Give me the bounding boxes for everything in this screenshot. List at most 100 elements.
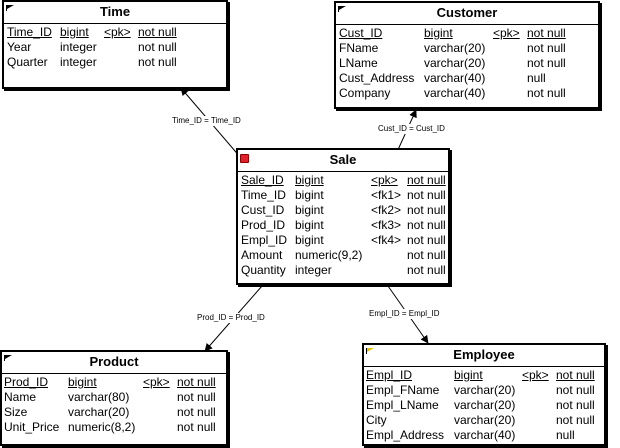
attr-type: varchar(80) xyxy=(68,390,130,404)
attribute-row: Cust_ID bigint <fk2> not null xyxy=(238,203,448,218)
attr-null: not null xyxy=(177,420,216,434)
attribute-row: Cust_ID bigint <pk> not null xyxy=(336,26,598,41)
attribute-row: Quantity integer not null xyxy=(238,263,448,278)
attribute-row: LName varchar(20) not null xyxy=(336,56,598,71)
attribute-row: Empl_ID bigint <pk> not null xyxy=(364,368,604,383)
attr-key: <pk> xyxy=(104,25,131,39)
rel-label-product: Prod_ID = Prod_ID xyxy=(196,313,266,323)
entity-title: Customer xyxy=(436,5,498,20)
attr-type: varchar(20) xyxy=(454,413,516,427)
attr-null: not null xyxy=(177,405,216,419)
attr-name: Company xyxy=(339,86,391,100)
attribute-row: Unit_Price numeric(8,2) not null xyxy=(2,420,226,435)
entity-customer[interactable]: Customer Cust_ID bigint <pk> not null FN… xyxy=(334,1,600,109)
attr-null: not null xyxy=(556,413,595,427)
attr-type: integer xyxy=(60,55,97,69)
attr-type: bigint xyxy=(424,26,453,40)
attr-null: not null xyxy=(407,188,446,202)
attr-type: bigint xyxy=(68,375,97,389)
entity-header: Employee xyxy=(364,345,604,367)
attr-type: varchar(40) xyxy=(424,71,486,85)
table-icon xyxy=(366,348,376,354)
entity-sale[interactable]: Sale Sale_ID bigint <pk> not null Time_I… xyxy=(236,148,450,285)
attr-type: integer xyxy=(295,263,332,277)
attribute-row: Year integer not null xyxy=(4,40,226,55)
attribute-row: Sale_ID bigint <pk> not null xyxy=(238,173,448,188)
attribute-row: Cust_Address varchar(40) null xyxy=(336,71,598,86)
attr-null: not null xyxy=(138,40,177,54)
attribute-row: City varchar(20) not null xyxy=(364,413,604,428)
attr-name: Empl_Address xyxy=(366,428,445,442)
attr-key: <pk> xyxy=(522,368,549,382)
attr-key: <fk2> xyxy=(371,203,402,217)
attr-type: numeric(9,2) xyxy=(295,248,363,262)
attr-null: not null xyxy=(527,26,566,40)
attr-name: Empl_LName xyxy=(366,398,439,412)
attribute-row: Name varchar(80) not null xyxy=(2,390,226,405)
attr-null: not null xyxy=(177,375,216,389)
entity-title: Time xyxy=(99,4,131,19)
attr-key: <pk> xyxy=(143,375,170,389)
attr-type: varchar(20) xyxy=(454,383,516,397)
attr-name: Size xyxy=(4,405,28,419)
attr-null: not null xyxy=(407,263,446,277)
attr-name: Quantity xyxy=(241,263,286,277)
attr-null: not null xyxy=(177,390,216,404)
attr-name: Year xyxy=(7,40,32,54)
entity-employee[interactable]: Employee Empl_ID bigint <pk> not null Em… xyxy=(362,343,606,446)
attr-type: varchar(20) xyxy=(68,405,130,419)
attribute-row: Time_ID bigint <pk> not null xyxy=(4,25,226,40)
table-icon xyxy=(4,355,14,361)
entity-title: Sale xyxy=(329,152,357,167)
attr-null: null xyxy=(527,71,546,85)
rel-label-employee: Empl_ID = Empl_ID xyxy=(368,309,441,319)
entity-title: Product xyxy=(89,354,139,369)
attr-key: <fk4> xyxy=(371,233,402,247)
attr-null: not null xyxy=(527,86,566,100)
attr-key: <fk3> xyxy=(371,218,402,232)
attr-null: not null xyxy=(407,218,446,232)
attr-type: bigint xyxy=(295,173,324,187)
table-icon xyxy=(338,6,348,12)
entity-title: Employee xyxy=(453,347,515,362)
attr-name: LName xyxy=(339,56,378,70)
entity-time[interactable]: Time Time_ID bigint <pk> not null Year i… xyxy=(2,0,228,89)
attr-key: <pk> xyxy=(493,26,520,40)
attr-type: bigint xyxy=(295,233,324,247)
attr-name: Empl_ID xyxy=(241,233,288,247)
attr-null: not null xyxy=(407,173,446,187)
attr-name: Name xyxy=(4,390,37,404)
attribute-row: Amount numeric(9,2) not null xyxy=(238,248,448,263)
attr-type: varchar(40) xyxy=(454,428,516,442)
attr-null: not null xyxy=(138,25,177,39)
attr-name: Sale_ID xyxy=(241,173,284,187)
attribute-row: Company varchar(40) not null xyxy=(336,86,598,101)
attr-name: Cust_ID xyxy=(339,26,383,40)
attr-name: FName xyxy=(339,41,379,55)
attribute-row: Empl_LName varchar(20) not null xyxy=(364,398,604,413)
attr-type: bigint xyxy=(454,368,483,382)
attribute-row: Quarter integer not null xyxy=(4,55,226,70)
attr-null: not null xyxy=(407,203,446,217)
attr-name: Unit_Price xyxy=(4,420,60,434)
attr-key: <fk1> xyxy=(371,188,402,202)
attr-null: null xyxy=(556,428,575,442)
attr-null: not null xyxy=(407,233,446,247)
attr-key: <pk> xyxy=(371,173,398,187)
attribute-row: FName varchar(20) not null xyxy=(336,41,598,56)
attr-type: varchar(20) xyxy=(424,56,486,70)
rel-label-time: Time_ID = Time_ID xyxy=(171,116,242,126)
entity-header: Sale xyxy=(238,150,448,172)
attr-name: Cust_Address xyxy=(339,71,415,85)
entity-header: Time xyxy=(4,2,226,24)
entity-header: Customer xyxy=(336,3,598,25)
attr-name: Empl_ID xyxy=(366,368,413,382)
attr-type: varchar(20) xyxy=(424,41,486,55)
attr-name: Amount xyxy=(241,248,283,262)
attribute-row: Empl_ID bigint <fk4> not null xyxy=(238,233,448,248)
table-icon xyxy=(6,5,16,11)
attribute-row: Time_ID bigint <fk1> not null xyxy=(238,188,448,203)
entity-product[interactable]: Product Prod_ID bigint <pk> not null Nam… xyxy=(0,350,228,446)
attr-name: Time_ID xyxy=(7,25,52,39)
fact-table-icon xyxy=(240,154,249,163)
